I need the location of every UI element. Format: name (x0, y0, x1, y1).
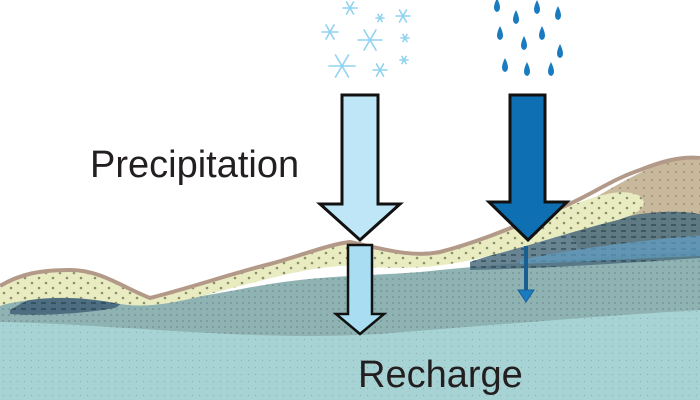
raindrop-icon (539, 26, 545, 40)
raindrop-icon (524, 62, 530, 76)
raindrop-icon (555, 6, 561, 20)
raindrop-icon (521, 36, 527, 50)
raindrop-icon (534, 0, 540, 14)
raindrop-icon (513, 10, 519, 24)
rain-precipitation-arrow (485, 93, 571, 243)
recharge-label: Recharge (358, 354, 523, 396)
groundwater-layer (0, 305, 700, 400)
raindrops (494, 0, 563, 76)
snowflake-icon (399, 55, 409, 65)
snowflake-icon (400, 33, 410, 43)
raindrop-icon (548, 62, 554, 76)
snowflake-icon (357, 29, 383, 51)
snowflake-icon (395, 9, 411, 23)
recharge-arrow (332, 243, 388, 336)
soil-layer (0, 192, 644, 306)
snowflake-icon (342, 1, 358, 15)
snowflake-icon (321, 24, 339, 40)
precipitation-label: Precipitation (90, 144, 300, 186)
raindrop-icon (497, 26, 503, 40)
raindrop-icon (494, 0, 500, 12)
snow-precipitation-arrow (316, 93, 404, 243)
raindrop-icon (557, 44, 563, 58)
raindrop-icon (502, 58, 508, 72)
snowflake-icon (375, 13, 385, 23)
rain-infiltration-arrow (517, 246, 535, 303)
snowflake-icon (372, 63, 388, 77)
snowflake-icon (328, 54, 356, 78)
ground-surface-line (0, 155, 700, 301)
snowflakes (321, 1, 411, 78)
